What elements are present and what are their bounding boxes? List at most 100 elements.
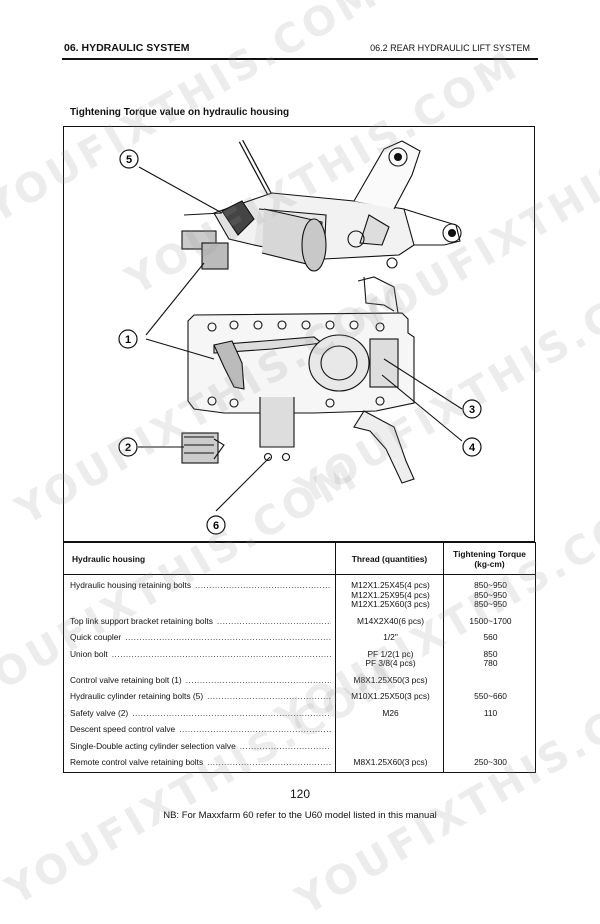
row-item-label: Top link support bracket retaining bolts xyxy=(70,616,213,626)
row-thread: 1/2" xyxy=(335,630,444,647)
row-item: Control valve retaining bolt (1) xyxy=(63,672,336,689)
row-thread: M8X1.25X50(3 pcs) xyxy=(335,672,444,689)
row-item-label: Safety valve (2) xyxy=(70,708,129,718)
svg-text:4: 4 xyxy=(469,442,476,454)
dot-leader xyxy=(195,581,331,591)
svg-text:2: 2 xyxy=(125,442,131,454)
row-item-label: Hydraulic housing retaining bolts xyxy=(70,581,192,590)
row-item: Quick coupler xyxy=(63,630,336,647)
callout-2: 2 xyxy=(118,437,138,457)
header-rule xyxy=(62,58,538,60)
torque-value: 850~950 xyxy=(474,580,507,590)
callout-4: 4 xyxy=(462,437,482,457)
thread-value: M8X1.25X50(3 pcs) xyxy=(353,674,428,685)
thread-value: M10X1.25X50(3 pcs) xyxy=(351,691,430,701)
thread-value: 1/2" xyxy=(383,632,398,642)
thread-value: M12X1.25X60(3 pcs) xyxy=(351,599,430,609)
page-number: 120 xyxy=(289,787,311,801)
dot-leader xyxy=(240,742,331,752)
table-row: Control valve retaining bolt (1) M8X1.25X… xyxy=(63,672,536,689)
table-row: Quick coupler 1/2" 560 xyxy=(63,630,536,647)
torque-value: 850~950 xyxy=(474,589,507,600)
table-row: Safety valve (2) M26 110 xyxy=(63,705,536,722)
dot-leader xyxy=(207,692,331,702)
row-item-label: Hydraulic cylinder retaining bolts (5) xyxy=(70,692,204,701)
callout-5: 5 xyxy=(119,149,139,169)
torque-value: 850~950 xyxy=(474,599,507,609)
torque-value: 780 xyxy=(483,658,498,668)
row-item: Descent speed control valve xyxy=(63,722,336,739)
torque-value: 110 xyxy=(483,707,498,718)
figure-box: 5 1 2 6 3 4 xyxy=(63,126,535,542)
thread-value: M26 xyxy=(382,707,399,718)
hydraulic-housing-drawing: 5 1 2 6 3 4 xyxy=(118,139,482,535)
header-subsection: 06.2 REAR HYDRAULIC LIFT SYSTEM xyxy=(370,43,530,53)
row-thread xyxy=(335,722,444,739)
row-torque: 560 xyxy=(443,630,536,647)
row-item-label: Remote control valve retaining bolts xyxy=(70,758,204,767)
row-thread: M26 xyxy=(335,705,444,722)
row-item-label: Union bolt xyxy=(70,649,108,659)
row-torque xyxy=(443,738,536,755)
safety-valve-drawing xyxy=(181,432,225,464)
row-item: Hydraulic housing retaining bolts xyxy=(63,574,336,614)
row-item-label: Single-Double acting cylinder selection … xyxy=(70,741,236,751)
row-torque: 550~660 xyxy=(443,689,536,706)
row-thread: M14X2X40(6 pcs) xyxy=(335,613,444,630)
row-item-label: Descent speed control valve xyxy=(70,725,176,734)
table-row: Top link support bracket retaining bolts… xyxy=(63,613,536,630)
callout-labels: 5 1 2 6 3 4 xyxy=(118,149,482,535)
table-row: Hydraulic cylinder retaining bolts (5) M1… xyxy=(63,689,536,706)
torque-table: Hydraulic housing Thread (quantities) Ti… xyxy=(63,542,536,773)
leader-lines xyxy=(138,166,463,512)
torque-value: 250~300 xyxy=(474,757,507,767)
row-item: Remote control valve retaining bolts xyxy=(63,755,336,773)
torque-value: 1500~1700 xyxy=(469,615,512,626)
column-header-thread: Thread (quantities) xyxy=(335,542,444,575)
torque-value: 560 xyxy=(483,632,498,642)
row-item-label: Quick coupler xyxy=(70,633,122,642)
row-item: Top link support bracket retaining bolts xyxy=(63,613,336,630)
header-section: 06. HYDRAULIC SYSTEM xyxy=(64,42,190,54)
table-row: Union bolt PF 1/2(1 pc)PF 3/8(4 pcs) 85078… xyxy=(63,646,536,673)
table-row: Single-Double acting cylinder selection … xyxy=(63,738,536,755)
row-thread: M8X1.25X60(3 pcs) xyxy=(335,755,444,773)
thread-value: M8X1.25X60(3 pcs) xyxy=(353,757,428,767)
row-torque: 1500~1700 xyxy=(443,613,536,630)
footnote: NB: For Maxxfarm 60 refer to the U60 mod… xyxy=(163,810,437,821)
callout-3: 3 xyxy=(462,399,482,419)
row-torque: 110 xyxy=(443,705,536,722)
svg-text:3: 3 xyxy=(469,404,475,416)
lift-arm-assembly xyxy=(181,139,462,272)
row-thread: PF 1/2(1 pc)PF 3/8(4 pcs) xyxy=(335,646,444,673)
callout-6: 6 xyxy=(206,515,226,535)
thread-value: PF 3/8(4 pcs) xyxy=(365,658,416,668)
row-torque xyxy=(443,722,536,739)
dot-leader xyxy=(186,676,331,686)
row-item-label: Control valve retaining bolt (1) xyxy=(70,675,182,685)
row-item: Single-Double acting cylinder selection … xyxy=(63,738,336,755)
housing-top-view xyxy=(187,276,415,484)
row-item: Safety valve (2) xyxy=(63,705,336,722)
dot-leader xyxy=(132,709,331,719)
row-torque: 250~300 xyxy=(443,755,536,773)
table-row: Descent speed control valve xyxy=(63,722,536,739)
thread-value: M14X2X40(6 pcs) xyxy=(356,615,425,626)
dot-leader xyxy=(217,617,331,627)
row-thread xyxy=(335,738,444,755)
dot-leader xyxy=(179,725,331,735)
svg-text:1: 1 xyxy=(125,334,131,346)
table-row: Remote control valve retaining bolts M8X1… xyxy=(63,755,536,773)
row-torque xyxy=(443,672,536,689)
svg-text:6: 6 xyxy=(213,520,219,532)
thread-value: M12X1.25X45(4 pcs) xyxy=(351,580,430,590)
svg-text:5: 5 xyxy=(126,154,132,166)
dot-leader xyxy=(112,650,331,660)
row-item: Union bolt xyxy=(63,646,336,673)
torque-table-body: Hydraulic housing retaining boltsM12X1.2… xyxy=(63,574,536,773)
table-row: Hydraulic housing retaining boltsM12X1.2… xyxy=(63,574,536,614)
row-item: Hydraulic cylinder retaining bolts (5) xyxy=(63,689,336,706)
torque-value: 850 xyxy=(483,648,498,659)
dot-leader xyxy=(207,758,331,768)
